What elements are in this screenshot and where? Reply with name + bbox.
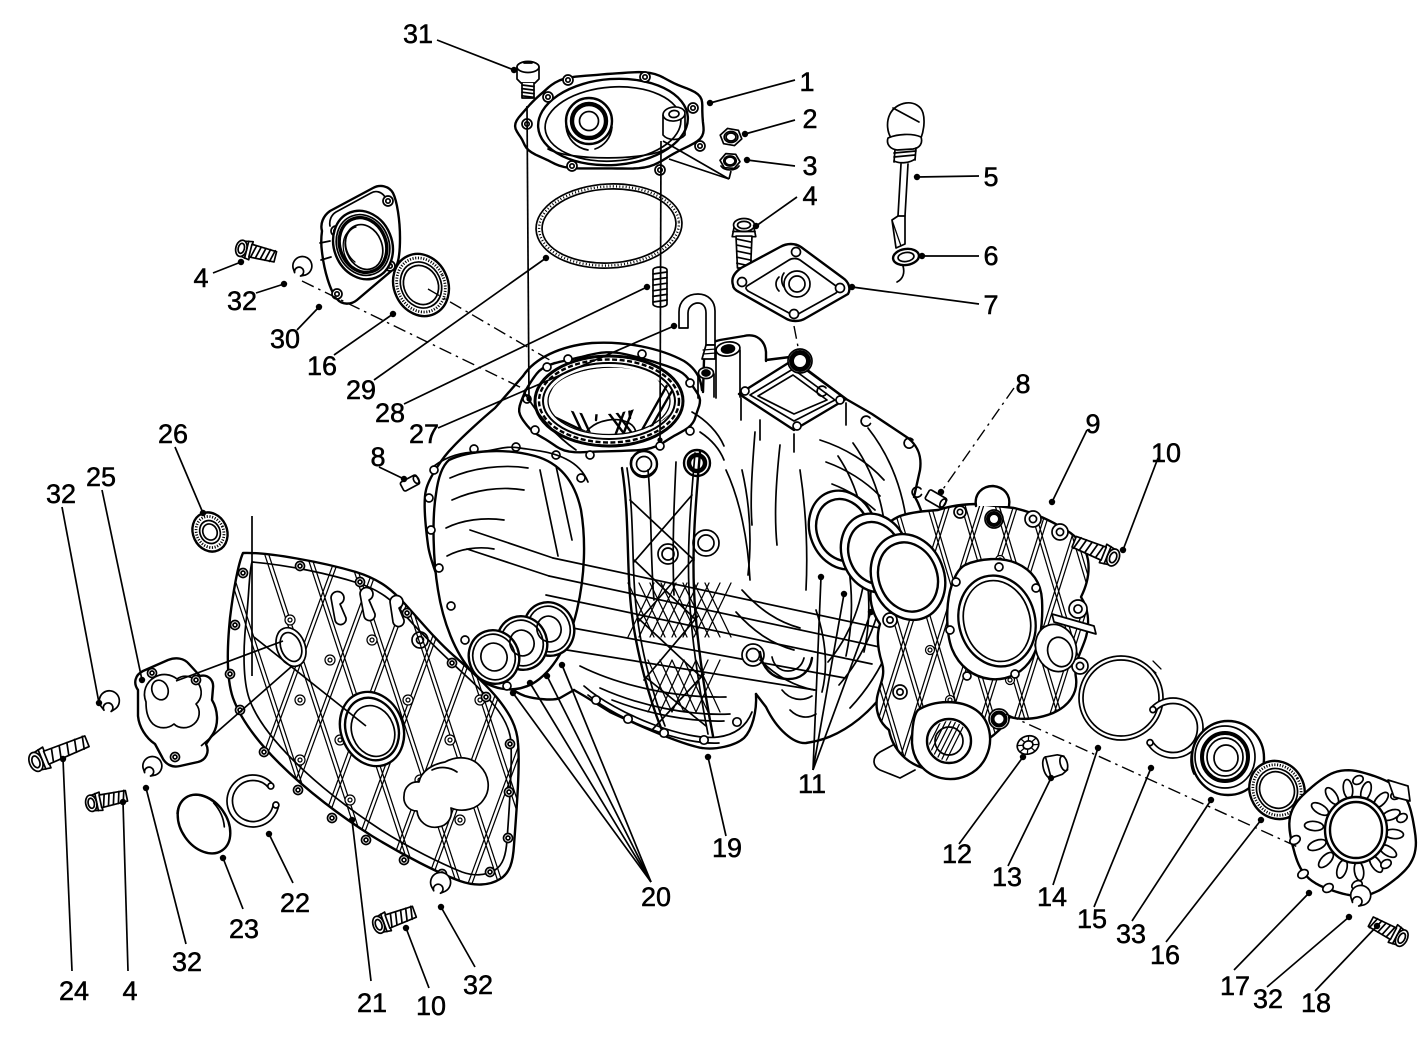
svg-text:23: 23 xyxy=(229,914,259,944)
svg-text:31: 31 xyxy=(403,19,433,49)
svg-text:28: 28 xyxy=(375,398,405,428)
svg-text:9: 9 xyxy=(1085,409,1100,439)
svg-text:32: 32 xyxy=(463,970,493,1000)
svg-text:18: 18 xyxy=(1301,988,1331,1018)
svg-text:17: 17 xyxy=(1220,971,1250,1001)
svg-text:8: 8 xyxy=(370,442,385,472)
svg-text:26: 26 xyxy=(158,419,188,449)
svg-text:10: 10 xyxy=(1151,438,1181,468)
svg-text:4: 4 xyxy=(802,181,817,211)
svg-text:21: 21 xyxy=(357,988,387,1018)
svg-text:8: 8 xyxy=(1015,369,1030,399)
svg-text:19: 19 xyxy=(712,833,742,863)
svg-text:33: 33 xyxy=(1116,919,1146,949)
svg-text:32: 32 xyxy=(46,479,76,509)
svg-text:3: 3 xyxy=(802,151,817,181)
svg-text:7: 7 xyxy=(983,290,998,320)
svg-text:5: 5 xyxy=(983,162,998,192)
svg-text:32: 32 xyxy=(1253,984,1283,1014)
svg-text:13: 13 xyxy=(992,862,1022,892)
svg-text:12: 12 xyxy=(942,839,972,869)
svg-text:6: 6 xyxy=(983,241,998,271)
svg-text:24: 24 xyxy=(59,976,89,1006)
svg-text:32: 32 xyxy=(227,286,257,316)
svg-text:2: 2 xyxy=(802,104,817,134)
svg-text:32: 32 xyxy=(172,947,202,977)
svg-text:4: 4 xyxy=(193,263,208,293)
svg-text:16: 16 xyxy=(1150,940,1180,970)
svg-text:15: 15 xyxy=(1077,904,1107,934)
svg-text:25: 25 xyxy=(86,462,116,492)
svg-text:30: 30 xyxy=(270,324,300,354)
svg-text:22: 22 xyxy=(280,888,310,918)
svg-text:4: 4 xyxy=(122,976,137,1006)
svg-text:27: 27 xyxy=(409,419,439,449)
svg-text:20: 20 xyxy=(641,882,671,912)
svg-text:10: 10 xyxy=(416,991,446,1021)
svg-text:11: 11 xyxy=(798,769,826,799)
svg-text:1: 1 xyxy=(799,67,814,97)
svg-text:16: 16 xyxy=(307,351,337,381)
svg-text:29: 29 xyxy=(346,375,376,405)
svg-text:14: 14 xyxy=(1037,882,1067,912)
